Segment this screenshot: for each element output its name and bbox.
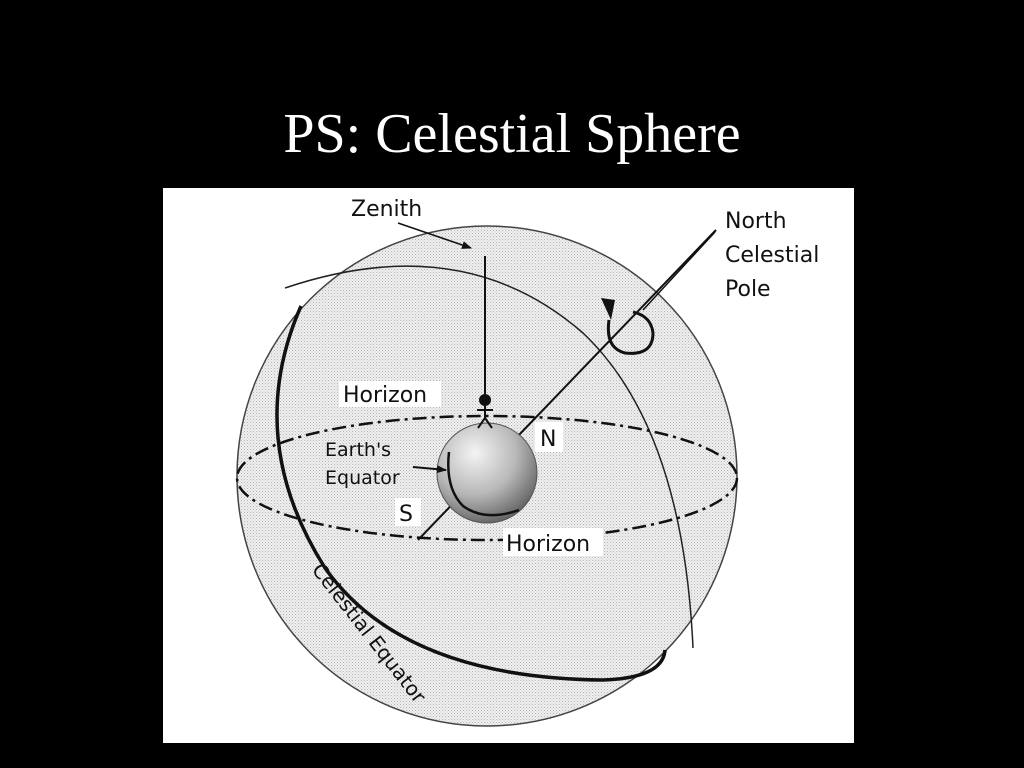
north-celestial-pole-label-line1: North — [725, 209, 787, 234]
earths-equator-label-line2: Equator — [325, 467, 400, 489]
horizon-label-upper: Horizon — [343, 383, 427, 408]
rotation-arrowhead-icon — [601, 298, 615, 320]
thin-great-circle — [284, 265, 694, 649]
celestial-equator-line — [275, 305, 667, 682]
north-celestial-pole-pointer — [642, 231, 716, 311]
horizon-label-lower: Horizon — [506, 532, 590, 557]
north-label: N — [540, 427, 556, 452]
zenith-pointer-arrow — [397, 222, 472, 249]
slide-title: PS: Celestial Sphere — [283, 103, 741, 165]
rotation-arrow-icon — [606, 310, 655, 355]
earths-equator-arc — [447, 451, 520, 517]
earths-equator-pointer-arrow — [412, 465, 447, 474]
north-celestial-pole-label-line2: Celestial — [725, 243, 819, 268]
observer-figure-icon — [477, 394, 493, 429]
north-celestial-pole-label-line3: Pole — [725, 277, 771, 302]
celestial-sphere-figure: Zenith North Celestial Pole Horizon N Ea… — [163, 188, 854, 743]
celestial-sphere-diagram: Zenith North Celestial Pole Horizon N Ea… — [235, 197, 819, 727]
south-label: S — [399, 502, 413, 527]
earths-equator-label-line1: Earth's — [325, 439, 391, 461]
horizon-ellipse — [235, 414, 739, 542]
earth-globe — [436, 422, 538, 524]
zenith-label: Zenith — [351, 197, 422, 222]
